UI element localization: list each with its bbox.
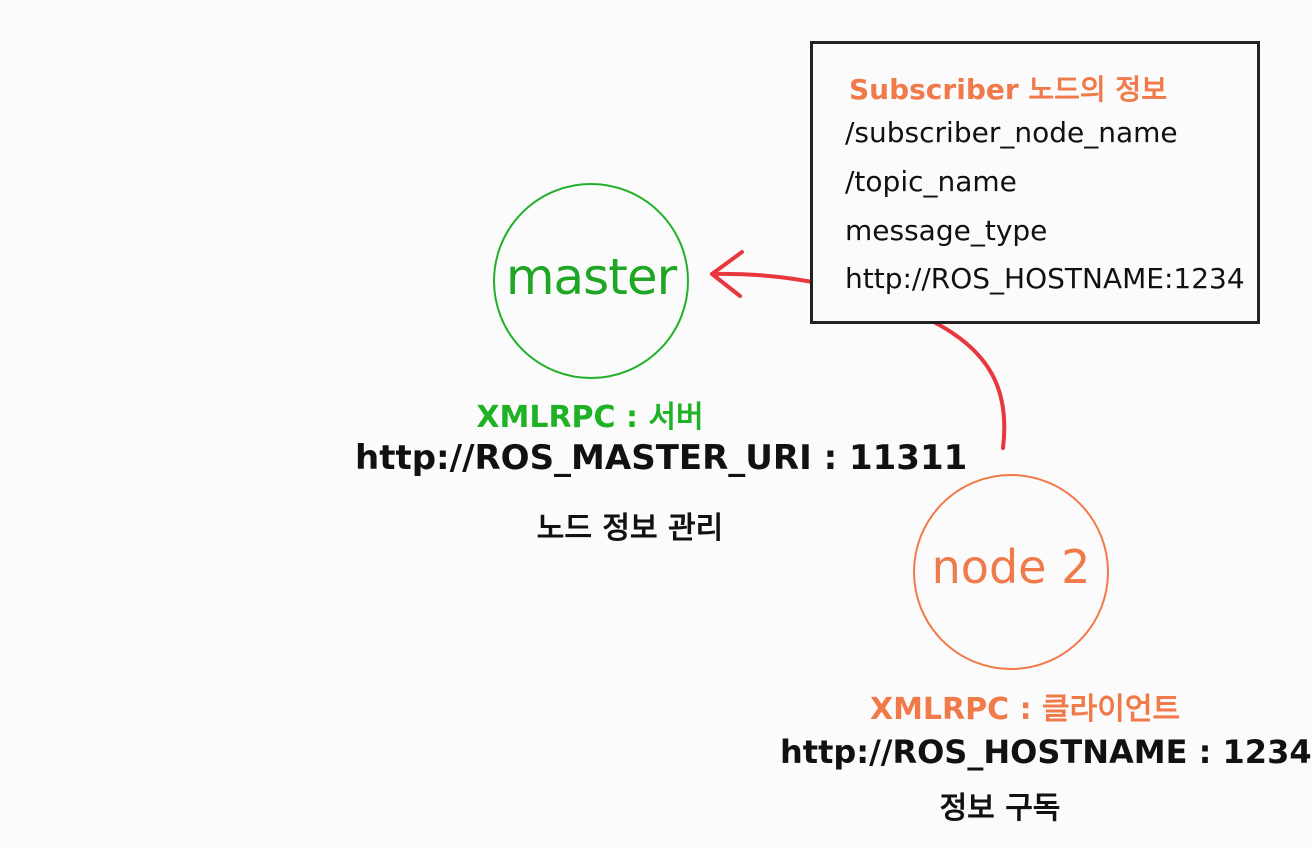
node2-protocol-label: XMLRPC : 클라이언트 [869,692,1181,727]
node2-description: 정보 구독 [939,791,1061,826]
subscriber-info-box: Subscriber 노드의 정보 /subscriber_node_name … [810,41,1260,324]
node2-label: node 2 [931,540,1091,594]
info-line-uri: http://ROS_HOSTNAME:1234 [845,262,1245,295]
node2-uri-label: http://ROS_HOSTNAME : 1234 [780,733,1312,771]
info-line-topic-name: /topic_name [845,165,1017,198]
master-description: 노드 정보 관리 [536,511,724,546]
master-uri-label: http://ROS_MASTER_URI : 11311 [355,438,968,478]
info-box-title: Subscriber 노드의 정보 [849,73,1167,106]
diagram-canvas: master XMLRPC : 서버 http://ROS_MASTER_URI… [355,41,1312,826]
node2-circle [913,474,1109,670]
info-line-message-type: message_type [845,214,1048,247]
master-node-label: master [505,248,677,306]
subscribe-arrowhead [710,250,744,298]
info-line-node-name: /subscriber_node_name [845,116,1178,149]
master-node-circle [493,183,689,379]
master-protocol-label: XMLRPC : 서버 [476,400,704,435]
